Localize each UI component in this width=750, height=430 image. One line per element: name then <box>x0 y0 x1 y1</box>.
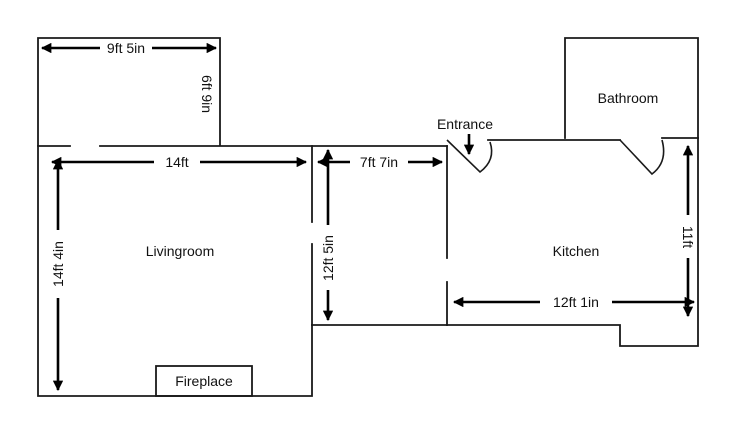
room-label-kitchen: Kitchen <box>553 243 600 259</box>
living-left-wall <box>37 145 313 397</box>
doors <box>446 139 665 176</box>
room-label-bathroom: Bathroom <box>598 90 659 106</box>
kitchen-bottom-wall <box>446 137 699 347</box>
dim-label-living-depth: 14ft 4in <box>50 241 66 287</box>
room-label-fireplace: Fireplace <box>175 373 233 389</box>
dim-label-kitchen-depth: 11ft <box>680 226 696 248</box>
label-entrance: Entrance <box>437 116 493 132</box>
labels: 9ft 5in 6ft 9in 14ft 14ft 4in 7ft 7in 12… <box>50 40 696 389</box>
dim-label-closet-depth: 6ft 9in <box>199 75 215 113</box>
closet-walls <box>37 37 221 146</box>
bathroom-walls <box>564 37 699 139</box>
dim-label-kitchen-width: 12ft 1in <box>553 294 599 310</box>
dim-label-hall-width: 7ft 7in <box>360 154 398 170</box>
dimension-lines <box>40 42 696 392</box>
bathroom-door <box>619 139 665 176</box>
room-label-livingroom: Livingroom <box>146 243 214 259</box>
dim-label-living-width: 14ft <box>165 154 188 170</box>
kitchen-top-wall <box>487 137 699 141</box>
walls <box>37 37 699 397</box>
dim-label-closet-width: 9ft 5in <box>107 40 145 56</box>
fireplace-box <box>155 365 253 397</box>
entrance-door <box>446 139 493 174</box>
dim-label-hall-depth: 12ft 5in <box>320 235 336 281</box>
